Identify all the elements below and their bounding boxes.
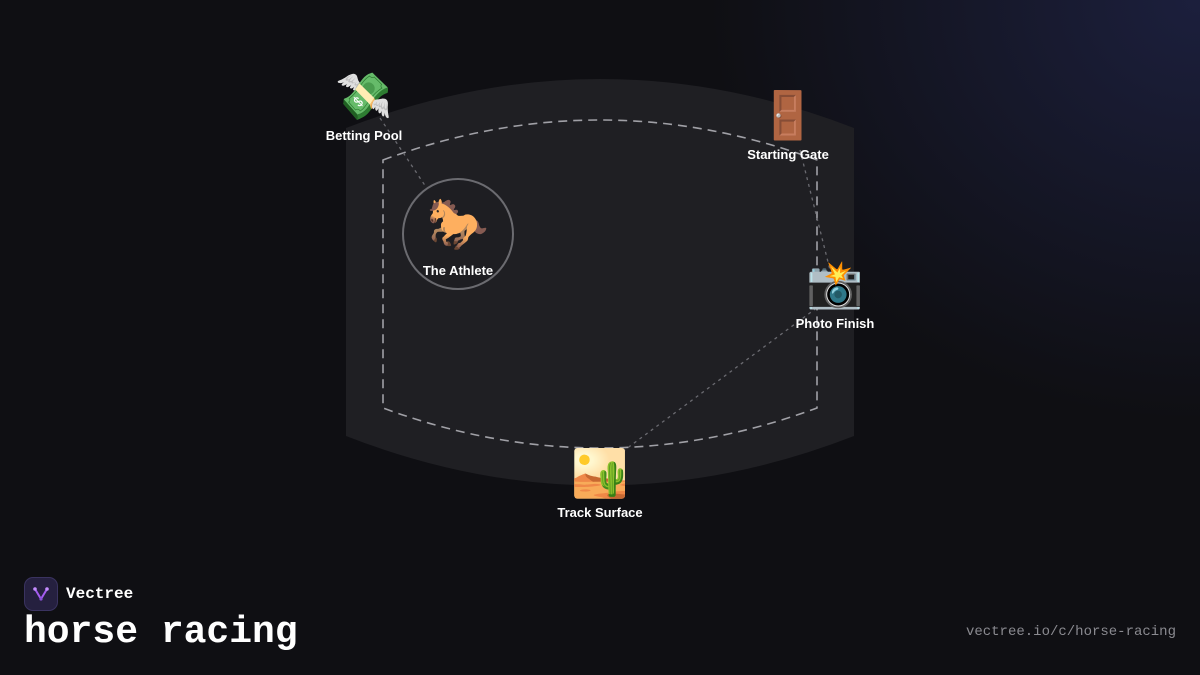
page-url[interactable]: vectree.io/c/horse-racing [965, 624, 1176, 640]
money-with-wings-icon: 💸 [335, 70, 393, 122]
brand-name: Vectree [66, 585, 134, 603]
racing-horse-icon: 🐎 [426, 195, 490, 252]
node-photo-finish[interactable]: 📸 Photo Finish [796, 256, 875, 331]
door-icon: 🚪 [759, 89, 817, 141]
track-surface-label: Track Surface [557, 505, 643, 520]
node-betting-pool[interactable]: 💸 Betting Pool [326, 68, 403, 143]
brand[interactable]: Vectree [24, 577, 133, 611]
athlete-center-node[interactable]: 🐎 The Athlete [402, 178, 514, 290]
photo-finish-label: Photo Finish [795, 316, 875, 331]
desert-icon: 🏜️ [571, 447, 629, 499]
track-inner-rail [382, 119, 818, 449]
page-title: horse racing [24, 611, 298, 654]
vectree-logo-icon [24, 577, 58, 611]
node-track-surface[interactable]: 🏜️ Track Surface [557, 445, 642, 520]
starting-gate-label: Starting Gate [747, 147, 829, 162]
node-starting-gate[interactable]: 🚪 Starting Gate [747, 87, 829, 162]
athlete-label: The Athlete [422, 262, 494, 278]
betting-pool-label: Betting Pool [325, 128, 403, 143]
camera-flash-icon: 📸 [806, 258, 864, 310]
